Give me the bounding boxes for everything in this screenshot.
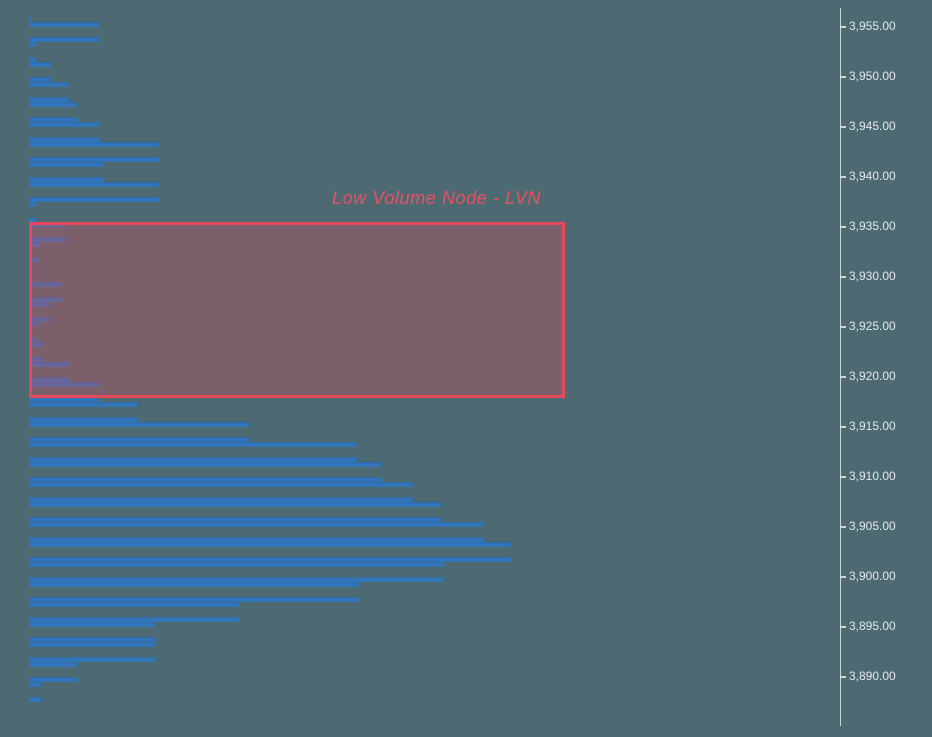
price-axis-line	[840, 8, 841, 726]
volume-bar	[29, 462, 381, 467]
price-axis[interactable]: 3,955.00 3,950.00 3,945.00 3,940.00 3,935.00…	[840, 0, 932, 737]
volume-bar	[29, 182, 159, 187]
tick-mark	[841, 426, 846, 428]
tick-mark	[841, 176, 846, 178]
volume-bar	[29, 582, 359, 587]
volume-bar	[29, 657, 155, 662]
volume-bar	[29, 637, 155, 642]
volume-bar	[29, 622, 155, 627]
volume-bar	[29, 537, 483, 542]
volume-bar	[29, 377, 70, 382]
price-tick-label: 3,895.00	[849, 619, 896, 633]
volume-bar	[29, 162, 103, 167]
volume-bar	[29, 442, 357, 447]
tick-mark	[841, 326, 846, 328]
volume-bar	[29, 257, 39, 262]
volume-bar	[29, 477, 381, 482]
volume-bar	[29, 617, 239, 622]
volume-bar	[29, 77, 51, 82]
volume-bar	[29, 402, 137, 407]
tick-mark	[841, 476, 846, 478]
volume-bar	[29, 562, 443, 567]
tick-mark	[841, 626, 846, 628]
low-volume-node-label: Low Volume Node - LVN	[332, 188, 542, 208]
volume-bar	[29, 297, 62, 302]
plot-area[interactable]	[0, 0, 840, 737]
volume-bar	[29, 642, 155, 647]
volume-bar	[29, 437, 249, 442]
volume-bar	[29, 502, 441, 507]
volume-bar	[29, 237, 65, 242]
volume-bar	[29, 62, 51, 67]
tick-mark	[841, 276, 846, 278]
volume-bar	[29, 142, 159, 147]
volume-bar	[29, 322, 37, 327]
price-tick-label: 3,940.00	[849, 169, 896, 183]
volume-bar	[29, 682, 41, 687]
tick-mark	[841, 576, 846, 578]
volume-bar	[29, 662, 77, 667]
volume-bar	[29, 222, 65, 227]
price-tick-label: 3,955.00	[849, 19, 896, 33]
volume-bar	[29, 82, 69, 87]
volume-bar	[29, 202, 35, 207]
tick-mark	[841, 76, 846, 78]
volume-bar	[29, 457, 357, 462]
price-tick-label: 3,930.00	[849, 269, 896, 283]
volume-bar	[29, 42, 36, 47]
volume-bar	[29, 217, 35, 222]
volume-bar	[29, 122, 99, 127]
tick-mark	[841, 126, 846, 128]
tick-mark	[841, 226, 846, 228]
volume-bar	[29, 542, 511, 547]
price-tick-label: 3,935.00	[849, 219, 896, 233]
tick-mark	[841, 526, 846, 528]
volume-bar	[29, 677, 77, 682]
volume-bar	[29, 597, 359, 602]
volume-bar	[29, 337, 37, 342]
volume-bar	[29, 362, 70, 367]
tick-mark	[841, 676, 846, 678]
price-tick-label: 3,950.00	[849, 69, 896, 83]
price-tick-label: 3,945.00	[849, 119, 896, 133]
volume-bar	[29, 602, 239, 607]
volume-bar	[29, 697, 41, 702]
volume-bar	[29, 102, 77, 107]
volume-bar	[29, 517, 441, 522]
price-tick-label: 3,920.00	[849, 369, 896, 383]
volume-bar	[29, 577, 443, 582]
volume-bar	[29, 342, 44, 347]
volume-bar	[29, 57, 36, 62]
volume-bar	[29, 522, 483, 527]
volume-bar	[29, 117, 77, 122]
volume-bar	[29, 302, 50, 307]
tick-mark	[841, 376, 846, 378]
tick-mark	[841, 26, 846, 28]
price-tick-label: 3,905.00	[849, 519, 896, 533]
volume-bar	[29, 97, 69, 102]
volume-bar	[29, 137, 99, 142]
volume-bar	[29, 557, 511, 562]
volume-bar	[29, 417, 137, 422]
volume-bar	[29, 262, 34, 267]
volume-bar	[29, 37, 99, 42]
volume-bar	[29, 197, 159, 202]
price-tick-label: 3,915.00	[849, 419, 896, 433]
volume-bar	[29, 422, 249, 427]
price-tick-label: 3,910.00	[849, 469, 896, 483]
volume-bar	[29, 317, 50, 322]
volume-bar	[29, 382, 100, 387]
volume-bar	[29, 282, 62, 287]
volume-bar	[29, 482, 413, 487]
volume-bar	[29, 242, 39, 247]
volume-bar	[29, 177, 103, 182]
volume-bar	[29, 17, 32, 22]
price-tick-label: 3,890.00	[849, 669, 896, 683]
volume-bar	[29, 497, 413, 502]
volume-bar	[29, 22, 99, 27]
volume-bar	[29, 157, 159, 162]
volume-bar	[29, 357, 44, 362]
price-tick-label: 3,900.00	[849, 569, 896, 583]
price-tick-label: 3,925.00	[849, 319, 896, 333]
